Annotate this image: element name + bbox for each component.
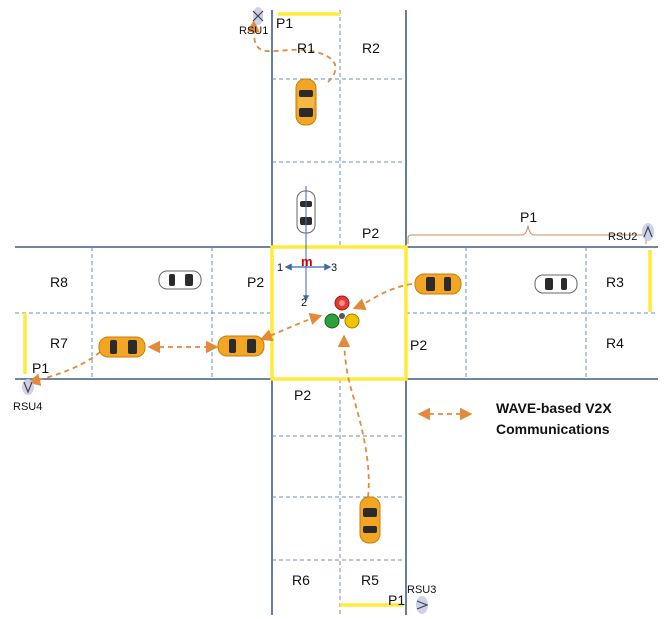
rsu-label-3: RSU3 [407, 584, 436, 596]
car-west-white [158, 270, 202, 290]
rsu-label-2: RSU2 [608, 231, 637, 243]
rsu-label-1: RSU1 [239, 25, 268, 37]
traffic-light-icon [324, 295, 360, 329]
lane-label-r8: R8 [50, 274, 68, 290]
rsu1-antenna-icon [252, 7, 264, 25]
lane-label-r2: R2 [362, 40, 380, 56]
legend-line1: WAVE-based V2X [496, 400, 612, 416]
axis-label-left: 1 [277, 262, 283, 274]
rsu3-antenna-icon [416, 596, 429, 614]
zone-label-p1-east: P1 [520, 209, 537, 225]
zone-label-p1-west: P1 [32, 360, 49, 376]
vehicle-label: m [301, 254, 313, 269]
legend: WAVE-based V2X Communications [417, 400, 612, 437]
axis-label-right: 3 [331, 262, 337, 274]
lane-label-r1: R1 [297, 40, 315, 56]
rsu4-antenna-icon [22, 379, 34, 395]
zone-label-p2-west: P2 [247, 274, 264, 290]
car-south-orange [359, 496, 381, 544]
vehicle-coordinate-marker: m 1 3 2 [277, 186, 337, 309]
car-east-orange [414, 273, 462, 295]
lane-label-r5: R5 [361, 572, 379, 588]
lane-label-r3: R3 [606, 274, 624, 290]
zone-label-p2-north: P2 [362, 225, 379, 241]
rsu2-antenna-icon [642, 223, 654, 241]
zone-label-p1-south: P1 [388, 592, 405, 608]
zone-label-p2-south: P2 [294, 387, 311, 403]
car-east-white [534, 274, 578, 294]
rsu-label-4: RSU4 [13, 401, 42, 413]
lane-dividers [15, 10, 658, 615]
axis-label-down: 2 [301, 297, 307, 309]
car-west-orange-far [98, 336, 146, 358]
zone-label-p2-east: P2 [410, 337, 427, 353]
lane-label-r6: R6 [292, 572, 310, 588]
legend-line2: Communications [496, 421, 610, 437]
car-north-orange [295, 78, 317, 126]
car-west-orange-near [217, 335, 265, 357]
communication-links [27, 19, 413, 498]
boundaries [23, 12, 652, 607]
lane-label-r4: R4 [606, 335, 624, 351]
lane-label-r7: R7 [50, 335, 68, 351]
zone-label-p1-north: P1 [276, 15, 293, 31]
